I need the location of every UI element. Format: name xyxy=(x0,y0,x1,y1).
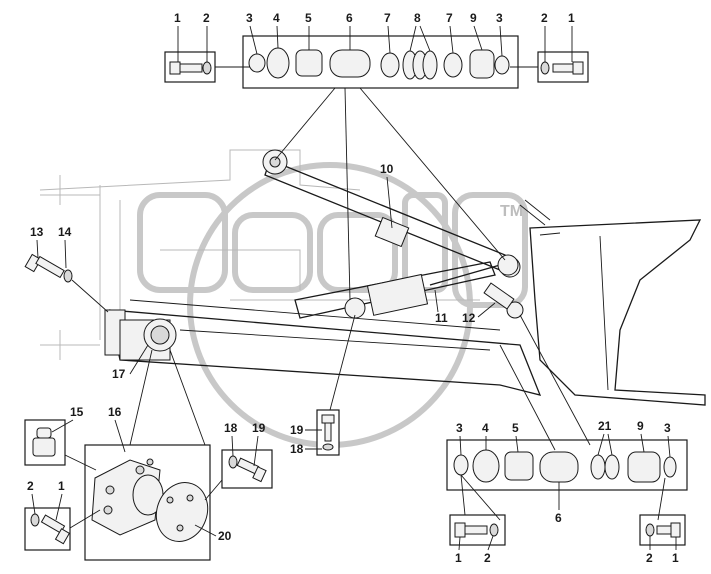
label-bottom-3b: 3 xyxy=(664,421,671,435)
dozer-blade xyxy=(519,199,706,406)
upper-strut xyxy=(262,149,519,276)
label-2-left: 2 xyxy=(27,479,34,493)
label-18-center: 18 xyxy=(290,442,304,456)
flange-assembly-box: 16 xyxy=(84,405,211,561)
label-top-2b: 2 xyxy=(541,11,548,25)
label-14: 14 xyxy=(58,225,72,239)
label-top-6: 6 xyxy=(346,11,353,25)
pin-12-part xyxy=(483,282,515,310)
label-bottom-2b: 2 xyxy=(646,551,653,565)
label-top-7a: 7 xyxy=(384,11,391,25)
center-callouts: 10 11 12 xyxy=(380,162,496,325)
label-11: 11 xyxy=(435,311,448,325)
label-top-7b: 7 xyxy=(446,11,453,25)
label-top-5: 5 xyxy=(305,11,312,25)
label-19-left: 19 xyxy=(252,421,266,435)
label-17: 17 xyxy=(112,367,126,381)
label-bottom-21: 21 xyxy=(598,419,612,433)
label-bottom-6: 6 xyxy=(555,511,562,525)
label-1-left: 1 xyxy=(58,479,65,493)
bottom-parts-box xyxy=(446,314,688,546)
top-row-labels: 1 2 3 4 5 6 7 8 7 9 3 2 1 xyxy=(174,11,575,62)
label-bottom-5: 5 xyxy=(512,421,519,435)
top-parts-box xyxy=(164,35,589,301)
label-16: 16 xyxy=(108,405,122,419)
label-top-3b: 3 xyxy=(496,11,503,25)
label-15: 15 xyxy=(70,405,84,419)
label-18-left: 18 xyxy=(224,421,238,435)
label-top-8: 8 xyxy=(414,11,421,25)
flange-17: 17 xyxy=(112,318,206,446)
label-bottom-9: 9 xyxy=(637,419,644,433)
bolt-13-14: 13 14 xyxy=(24,225,109,313)
label-top-4: 4 xyxy=(273,11,280,25)
label-12: 12 xyxy=(462,311,476,325)
label-bottom-2a: 2 xyxy=(484,551,491,565)
label-bottom-1a: 1 xyxy=(455,551,462,565)
bolt-18-19: 18 19 20 xyxy=(194,421,273,543)
label-top-1: 1 xyxy=(174,11,181,25)
bottom-row-labels: 3 4 5 6 21 9 3 1 2 2 1 xyxy=(455,419,679,565)
label-10: 10 xyxy=(380,162,394,176)
bolt-2-1-left: 2 1 xyxy=(24,479,101,551)
label-top-9: 9 xyxy=(470,11,477,25)
label-top-3: 3 xyxy=(246,11,253,25)
label-bottom-4: 4 xyxy=(482,421,489,435)
watermark-trademark: TM xyxy=(500,203,523,220)
label-top-2: 2 xyxy=(203,11,210,25)
bolt-19-18-center: 19 18 xyxy=(290,314,356,456)
watermark-logo: TM xyxy=(137,162,528,448)
label-bottom-3a: 3 xyxy=(456,421,463,435)
grease-fitting-15: 15 xyxy=(24,405,97,471)
label-bottom-1b: 1 xyxy=(672,551,679,565)
label-19-center: 19 xyxy=(290,423,304,437)
label-20: 20 xyxy=(218,529,232,543)
label-top-1b: 1 xyxy=(568,11,575,25)
label-13: 13 xyxy=(30,225,44,239)
